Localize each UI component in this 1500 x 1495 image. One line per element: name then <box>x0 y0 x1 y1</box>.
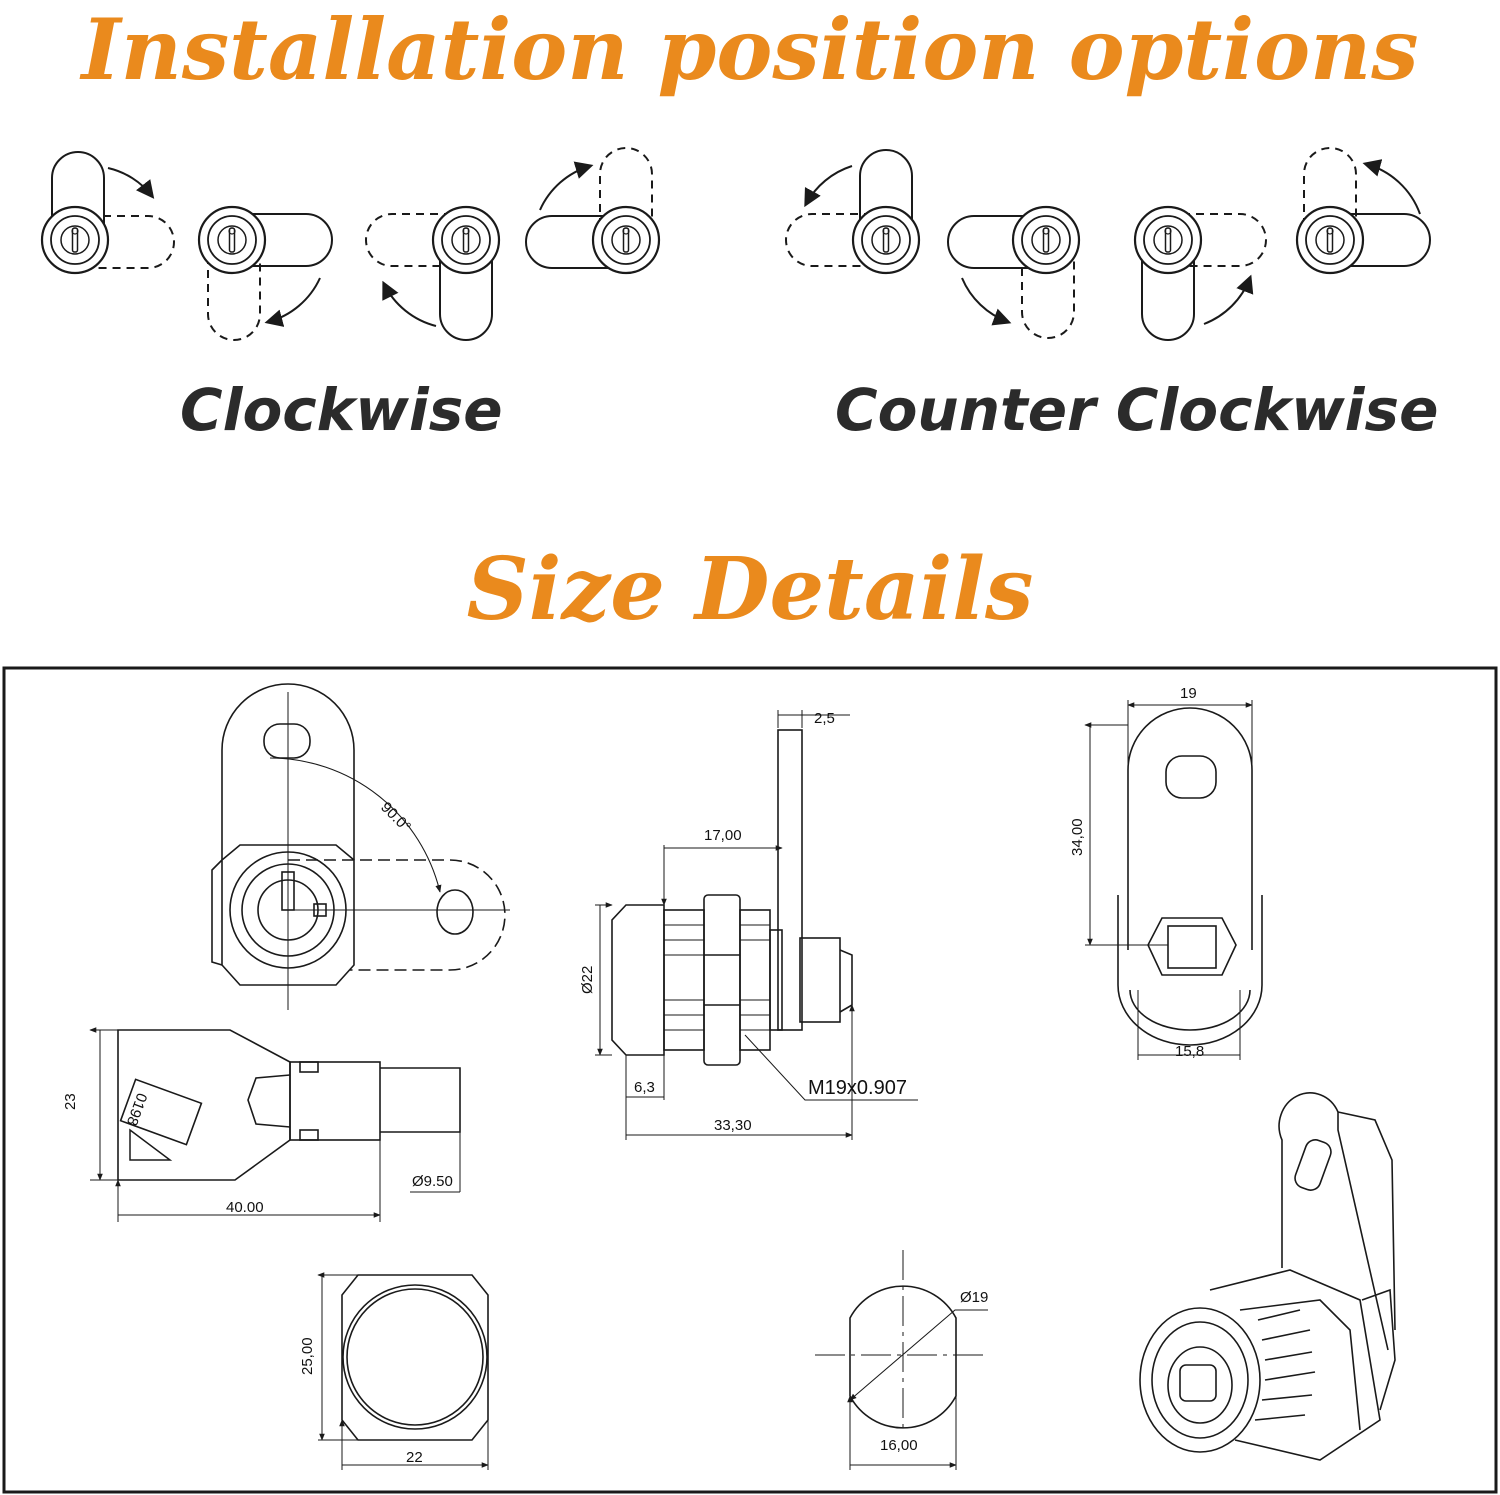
isometric-lock <box>1139 1092 1396 1461</box>
dim-key-dia: Ø9.50 <box>412 1173 453 1190</box>
ccw-position-1 <box>785 149 921 275</box>
ccw-position-3 <box>1133 205 1267 341</box>
counter-clockwise-caption: Counter Clockwise <box>835 376 1439 444</box>
dim-cam-length: 34,00 <box>1069 818 1086 856</box>
dim-cam-width: 19 <box>1180 685 1197 702</box>
key-drawing <box>90 1030 461 1222</box>
hex-nut-drawing <box>318 1275 488 1470</box>
lock-back-view <box>1085 700 1263 1060</box>
ccw-position-4 <box>1295 147 1431 275</box>
dim-key-length: 40.00 <box>226 1199 264 1216</box>
lock-front-view <box>211 683 510 1010</box>
dim-overall-length: 33,30 <box>714 1117 752 1134</box>
dim-flange: 6,3 <box>634 1079 655 1096</box>
size-details-heading: Size Details <box>466 539 1034 640</box>
installation-diagrams <box>40 147 1431 341</box>
cw-position-1 <box>40 151 175 275</box>
clockwise-caption: Clockwise <box>180 376 503 444</box>
dim-key-height: 23 <box>62 1093 79 1110</box>
installation-heading: Installation position options <box>81 0 1419 99</box>
dim-plate-thickness: 2,5 <box>814 710 835 727</box>
dim-cutout-dia: Ø19 <box>960 1289 988 1306</box>
drawing-frame <box>2 666 1498 1494</box>
key-code: 0198 <box>123 1091 150 1128</box>
lock-side-view <box>595 710 918 1140</box>
dim-cutout-flat: 16,00 <box>880 1437 918 1454</box>
dim-thread: M19x0.907 <box>808 1077 907 1099</box>
dim-thread-dia: Ø22 <box>579 966 596 994</box>
dim-body-to-cam: 17,00 <box>704 827 742 844</box>
dim-angle: 90.0° <box>377 799 414 836</box>
cw-position-4 <box>525 147 661 275</box>
dim-nut-width: 15,8 <box>1175 1043 1204 1060</box>
cw-position-3 <box>365 205 501 341</box>
dim-hex-height: 25,00 <box>299 1337 316 1375</box>
dim-hex-width: 22 <box>406 1449 423 1466</box>
cw-position-2 <box>197 205 333 341</box>
ccw-position-2 <box>947 205 1081 339</box>
panel-cutout-drawing <box>815 1250 988 1470</box>
